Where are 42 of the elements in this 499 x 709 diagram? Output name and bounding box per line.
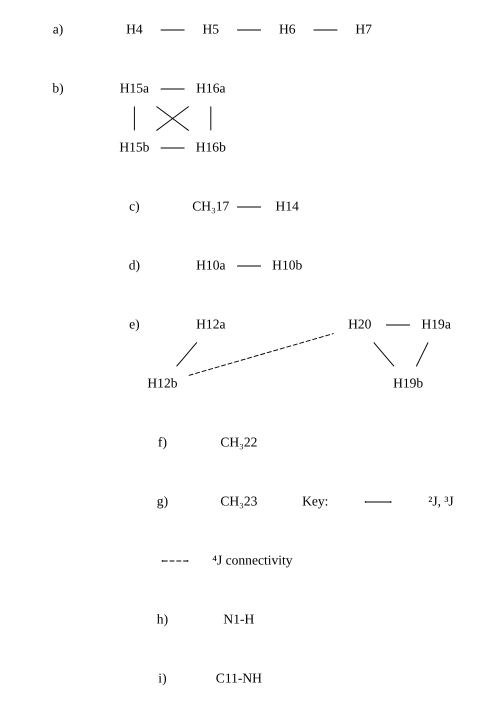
- node-text: H15b: [119, 140, 150, 155]
- node-text: H16a: [196, 80, 226, 96]
- connector: [188, 333, 334, 376]
- node-text: H12b: [147, 376, 178, 391]
- label: e): [129, 316, 140, 332]
- node-text: H14: [276, 198, 299, 214]
- label: f): [158, 434, 167, 450]
- node-text: H15a: [120, 80, 150, 96]
- connector: [416, 342, 429, 367]
- label: d): [128, 258, 140, 273]
- node-text: H10a: [196, 258, 226, 273]
- connector: [160, 88, 186, 90]
- label: a): [52, 22, 64, 37]
- node-text: H19a: [422, 316, 451, 332]
- node-text: H5: [202, 22, 220, 37]
- node-text: H19b: [393, 376, 424, 391]
- node-text: H4: [126, 22, 143, 37]
- label: c): [129, 198, 140, 214]
- label: b): [52, 80, 64, 96]
- label: Key:: [302, 494, 328, 509]
- legend-label: ²J, ³J: [428, 494, 454, 509]
- connector: [134, 106, 135, 131]
- label: g): [156, 494, 168, 509]
- connector: [373, 342, 394, 367]
- connector: [176, 342, 198, 367]
- label: i): [158, 670, 167, 686]
- node-text: H10b: [272, 258, 302, 273]
- connector: [236, 206, 262, 208]
- node-text: H20: [348, 316, 372, 332]
- node-text: H7: [355, 22, 372, 37]
- node-text: CH₃22: [220, 434, 258, 450]
- legend-label: ⁴J connectivity: [212, 552, 293, 568]
- node-text: H6: [278, 22, 296, 37]
- connector: [210, 106, 212, 131]
- node-text: H16b: [196, 140, 226, 155]
- node-text: N1-H: [223, 612, 254, 627]
- label: h): [156, 612, 168, 627]
- node-text: CH₃23: [220, 494, 258, 509]
- node-text: CH₃17: [192, 198, 230, 214]
- node-text: C11-NH: [216, 670, 262, 686]
- connector: [386, 324, 410, 326]
- node-text: H12a: [196, 316, 226, 332]
